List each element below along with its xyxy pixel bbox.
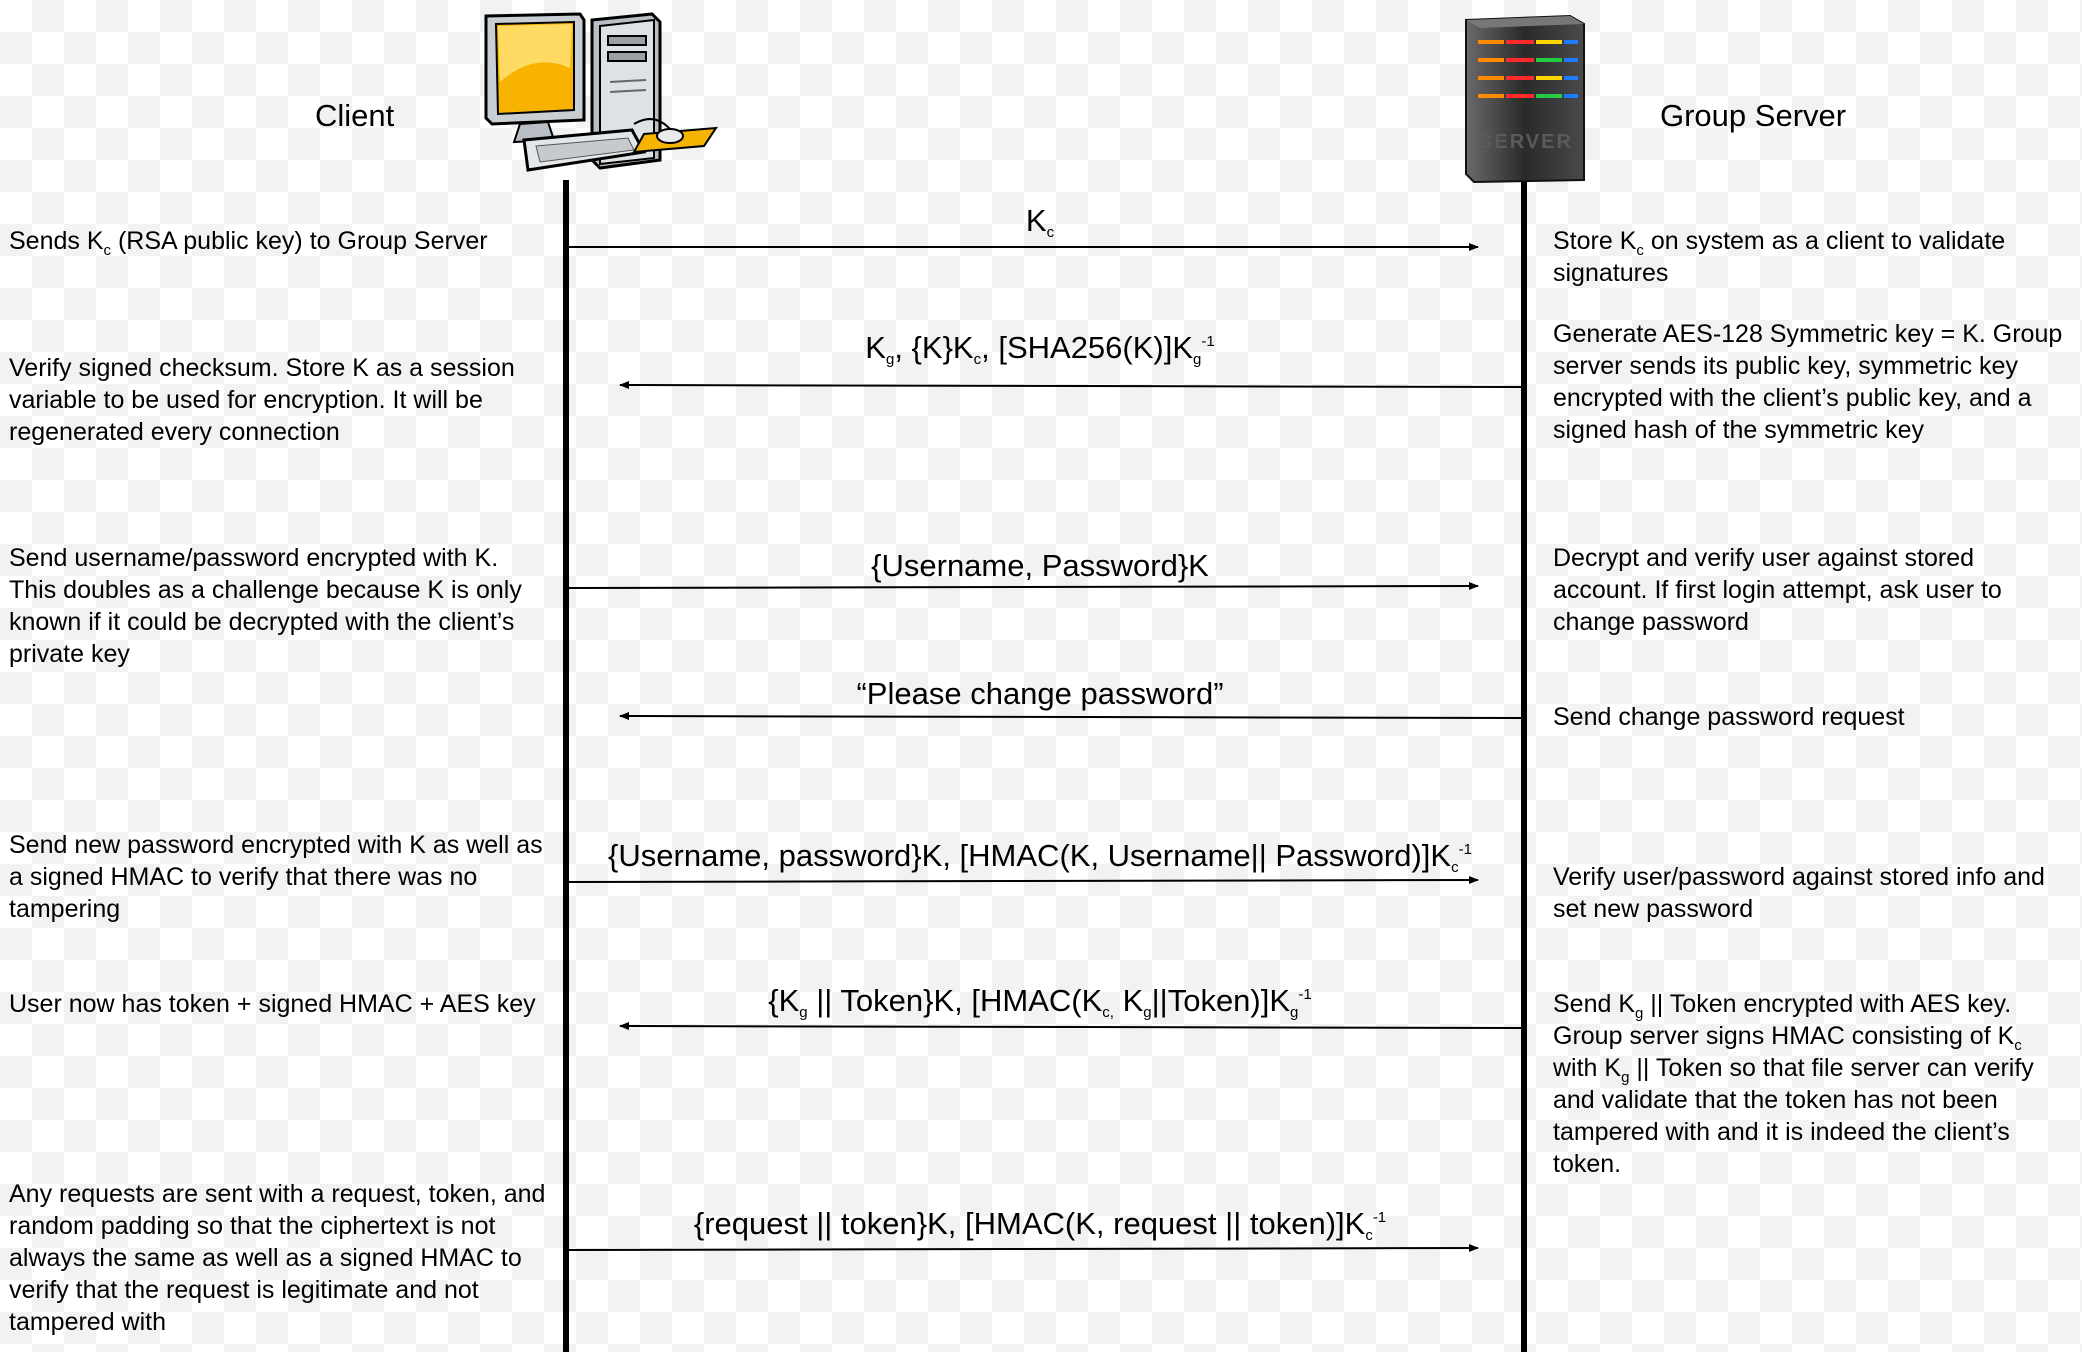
step-6-client-note: User now has token + signed HMAC + AES k… xyxy=(9,990,536,1018)
step-2-message: Kg, {K}Kc, [SHA256(K)]Kg-1 xyxy=(865,330,1215,368)
step-1-message: Kc xyxy=(1025,203,1055,241)
server-label: Group Server xyxy=(1660,98,1847,133)
step-3-message: {Username, Password}K xyxy=(871,548,1209,583)
step-4-message: “Please change password” xyxy=(856,676,1224,711)
step-3-client-note: Send username/password encrypted with K.… xyxy=(9,544,522,668)
step-2-server-note: Generate AES-128 Symmetric key = K. Grou… xyxy=(1553,320,2063,444)
step-6-message: {Kg || Token}K, [HMAC(Kc, Kg||Token)]Kg-… xyxy=(768,983,1312,1021)
step-5-server-note: Verify user/password against stored info… xyxy=(1553,863,2045,923)
step-1-server-note: Store Kc on system as a client to valida… xyxy=(1553,227,2006,287)
arrow-step-2 xyxy=(619,381,1522,390)
step-5-client-note: Send new password encrypted with K as we… xyxy=(9,831,543,923)
server-label: SERVER xyxy=(1479,131,1573,153)
step-6-server-note: Send Kg || Token encrypted with AES key.… xyxy=(1553,990,2034,1178)
step-4-server-note: Send change password request xyxy=(1553,703,1905,731)
step-7-client-note: Any requests are sent with a request, to… xyxy=(9,1180,546,1336)
step-2-client-note: Verify signed checksum. Store K as a ses… xyxy=(9,354,515,446)
arrow-step-5 xyxy=(568,876,1479,885)
arrow-step-7 xyxy=(568,1244,1479,1253)
step-1-client-note: Sends Kc (RSA public key) to Group Serve… xyxy=(9,227,488,259)
arrow-step-4 xyxy=(619,712,1522,721)
step-5-message: {Username, password}K, [HMAC(K, Username… xyxy=(608,838,1472,876)
server-tower-icon: SERVER xyxy=(1462,12,1588,189)
desktop-computer-icon xyxy=(484,12,720,187)
step-7-message: {request || token}K, [HMAC(K, request ||… xyxy=(693,1206,1387,1244)
client-label: Client xyxy=(315,98,395,133)
step-3-server-note: Decrypt and verify user against stored a… xyxy=(1553,544,2002,636)
arrow-step-6 xyxy=(619,1022,1522,1031)
arrow-step-3 xyxy=(568,582,1479,591)
